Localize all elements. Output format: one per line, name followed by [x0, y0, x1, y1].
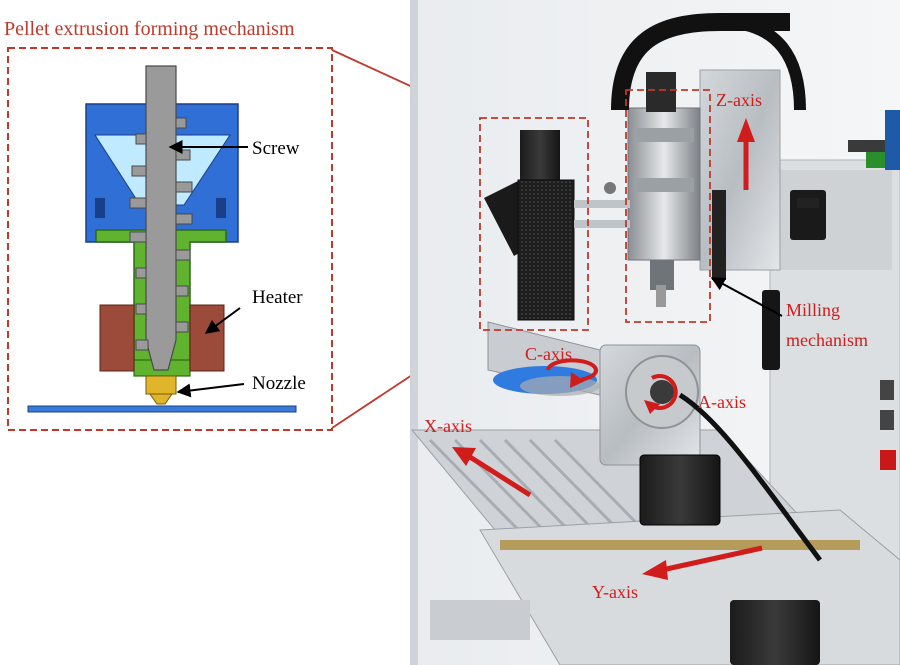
milling-pointer [710, 277, 783, 317]
label-c-axis: C-axis [525, 344, 572, 364]
callout-box-left [7, 47, 333, 431]
y-axis-arrow [642, 545, 763, 580]
label-milling-line1: Milling [786, 300, 840, 320]
x-axis-arrow [452, 447, 532, 498]
label-milling-line2: mechanism [786, 330, 868, 350]
nozzle-pointer [176, 383, 245, 398]
a-axis-rotation-arrow [644, 374, 678, 414]
build-plate [27, 405, 297, 413]
label-heater: Heater [252, 287, 303, 308]
callout-box-milling [625, 89, 711, 323]
heater-block [99, 304, 225, 372]
label-y-axis: Y-axis [592, 582, 638, 602]
label-a-axis: A-axis [698, 392, 746, 412]
c-axis-rotation-arrow [546, 358, 598, 388]
label-nozzle: Nozzle [252, 373, 306, 394]
screw [129, 65, 193, 371]
figure-title: Pellet extrusion forming mechanism [4, 18, 295, 40]
callout-box-extruder [479, 117, 589, 331]
z-axis-arrow [737, 118, 755, 190]
label-screw: Screw [252, 138, 300, 159]
label-x-axis: X-axis [424, 416, 472, 436]
schematic-panel: Screw Heater Nozzle [7, 47, 333, 431]
heater-pointer [204, 307, 241, 334]
nozzle [145, 375, 177, 405]
machine-photo: Z-axis C-axis A-axis X-axis Y-axis Milli… [410, 0, 900, 665]
label-z-axis: Z-axis [716, 90, 762, 110]
